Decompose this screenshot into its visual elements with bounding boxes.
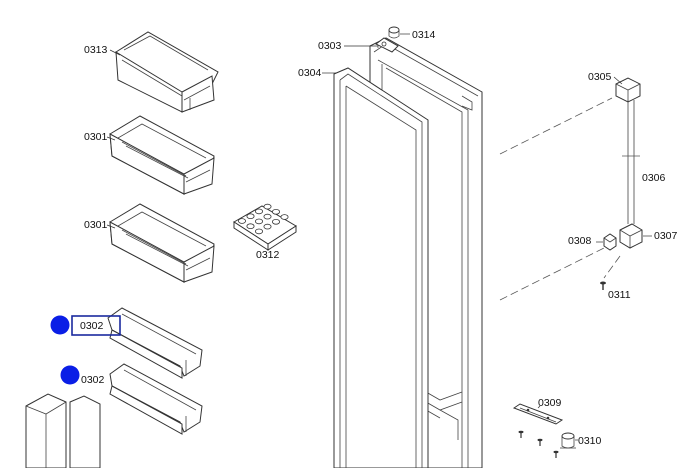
hinge-cap-0310[interactable] [560,432,576,449]
label-0308: 0308 [568,235,592,247]
label-0301-lower: 0301 [84,219,108,231]
egg-tray-0312[interactable] [233,203,297,251]
bracket-0309[interactable] [512,403,564,425]
leader-line [106,136,116,141]
label-0306: 0306 [642,172,666,184]
leader-line [106,224,116,229]
egg-cup [254,228,263,235]
alignment-line-lower [499,243,613,301]
shelf-bin-0301-upper[interactable] [109,115,215,195]
egg-cup [263,223,272,230]
screw-0311[interactable] [600,281,606,291]
label-0314: 0314 [412,29,436,41]
door-gasket-0304[interactable] [333,67,429,468]
egg-cup [263,213,272,220]
label-0301-upper: 0301 [84,131,108,143]
label-0305: 0305 [588,71,612,83]
label-0311: 0311 [608,289,631,301]
rod-0306[interactable] [622,100,640,224]
egg-cup [263,203,272,210]
hinge-cover-0303[interactable] [375,37,399,53]
egg-cup [254,208,263,215]
leader-line [344,45,379,48]
alignment-line-screw [603,255,621,279]
bracket-bottom-0307[interactable] [619,223,643,249]
leader-line [109,49,121,56]
shelf-bin-0301-lower[interactable] [109,203,215,283]
egg-cup [271,219,280,225]
partial-panel-bottom-left [25,393,101,468]
egg-cup [237,218,246,224]
label-0302-lower: 0302 [81,374,105,386]
label-0313: 0313 [84,44,108,56]
clip-0308[interactable] [603,233,617,251]
marker-dot-lower[interactable] [60,365,80,385]
door-shelf-0302-lower[interactable] [109,363,203,435]
label-0304: 0304 [298,67,322,79]
door-shelf-0302-upper[interactable] [107,307,203,379]
alignment-line-upper [499,97,613,155]
label-0307: 0307 [654,230,678,242]
label-0309: 0309 [538,397,562,409]
highlight-box-0302[interactable] [71,315,121,336]
label-0310: 0310 [578,435,602,447]
egg-cup [246,223,255,230]
screws-0309 [518,430,559,458]
egg-cup [254,218,263,225]
label-0302-upper: 0302 [80,320,104,332]
hinge-pin-0314[interactable] [388,26,400,39]
egg-cup [271,209,280,215]
leader-line [537,405,541,409]
label-0303: 0303 [318,40,342,52]
egg-cup [246,213,255,220]
egg-cup [280,214,289,220]
leader-line [613,76,623,85]
label-0312: 0312 [256,249,280,261]
marker-dot-upper[interactable] [50,315,70,335]
shelf-bin-0313[interactable] [115,31,219,113]
